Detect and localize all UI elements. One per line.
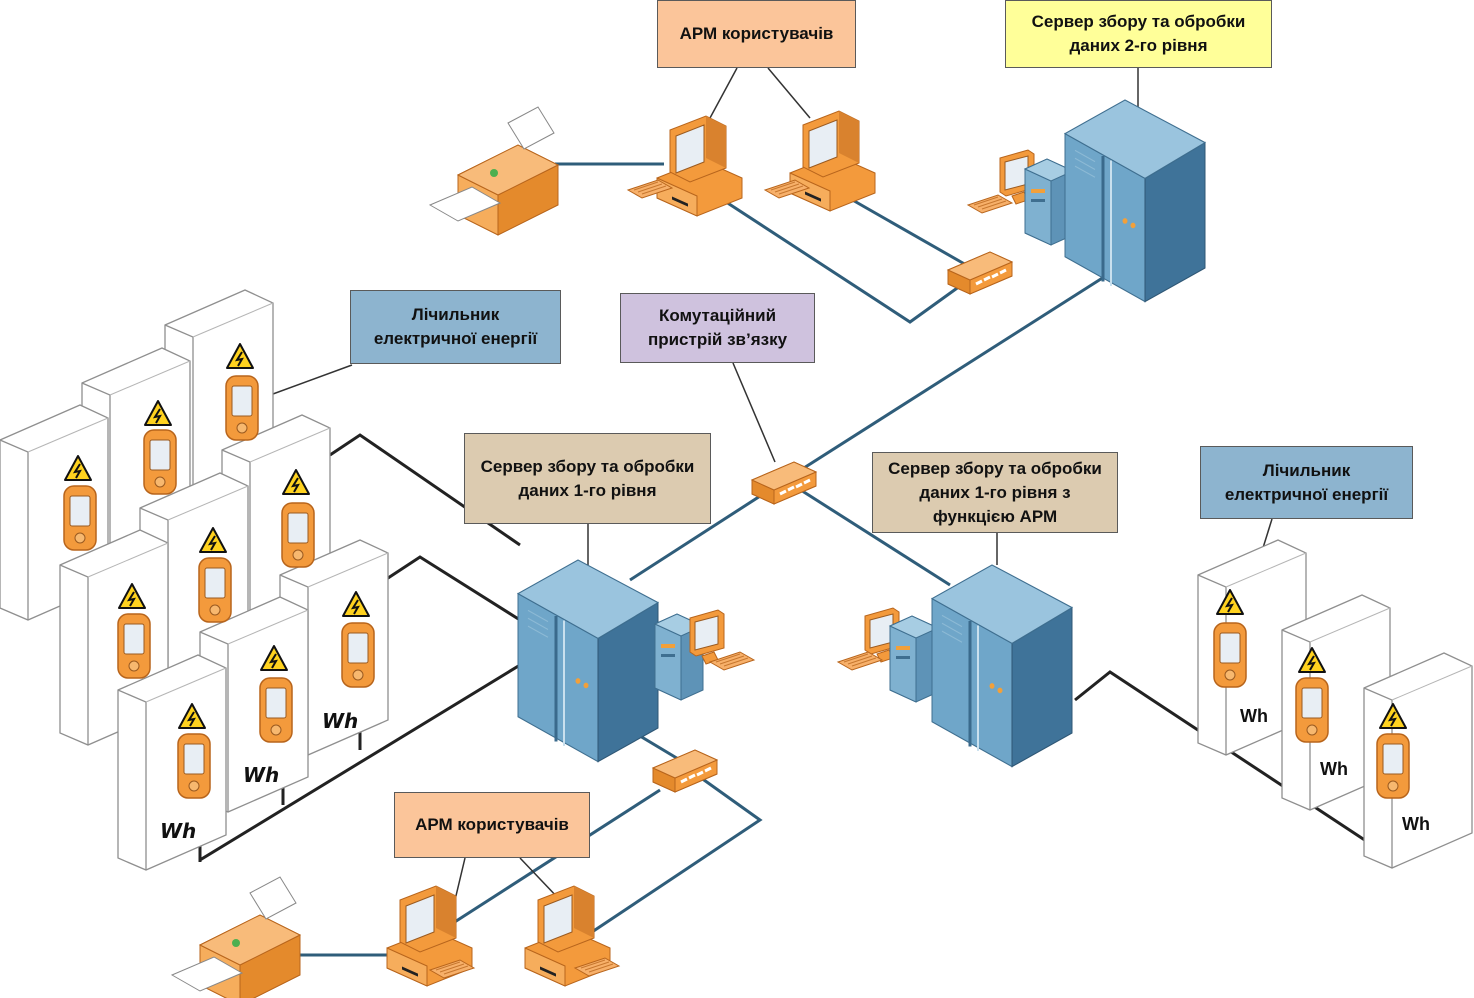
label-leaders	[261, 67, 1273, 901]
meter-unit-label: Wh	[160, 819, 196, 843]
keyboard-icon-level1-arm	[837, 651, 883, 671]
label-comm-device: Комутаційний пристрій зв’язку	[620, 293, 815, 363]
server-rack-icon-level1	[516, 558, 660, 764]
meter-unit-label: Wh	[243, 763, 279, 787]
label-meter-left: Лічильник електричної енергії	[350, 290, 561, 364]
workstation-icon-top-1	[656, 115, 743, 217]
keyboard-icon-server2	[967, 194, 1013, 214]
label-arm-top: АРМ користувачів	[657, 0, 856, 68]
server-rack-icon-level1-arm	[930, 563, 1074, 769]
network-switch-icon-center	[750, 460, 818, 506]
label-server-level2: Сервер збору та обробки даних 2-го рівня	[1005, 0, 1272, 68]
meter-cabinets-left: Wh Wh Wh	[0, 289, 389, 871]
mini-server-icon-level1-arm	[889, 615, 939, 703]
meter-unit-label: Wh	[322, 709, 358, 733]
meter-unit-label: Wh	[1402, 814, 1430, 834]
network-switch-icon-bottom	[651, 748, 719, 794]
meter-unit-label: Wh	[1320, 759, 1348, 779]
keyboard-icon-level1	[709, 651, 755, 671]
meter-cabinets-right: Wh Wh Wh	[1197, 539, 1473, 869]
label-server-level1-arm: Сервер збору та обробки даних 1-го рівня…	[872, 452, 1118, 533]
label-arm-bottom: АРМ користувачів	[394, 792, 590, 858]
meter-unit-label: Wh	[1240, 706, 1268, 726]
label-meter-right: Лічильник електричної енергії	[1200, 446, 1413, 519]
workstation-icon-top-2	[789, 110, 876, 212]
printer-icon-bottom	[171, 876, 301, 998]
printer-icon-top	[429, 106, 559, 236]
server-rack-icon-level2	[1063, 98, 1207, 304]
network-switch-icon-top	[946, 250, 1014, 296]
label-server-level1: Сервер збору та обробки даних 1-го рівня	[464, 433, 711, 524]
monitor-icon-level1	[689, 609, 725, 665]
